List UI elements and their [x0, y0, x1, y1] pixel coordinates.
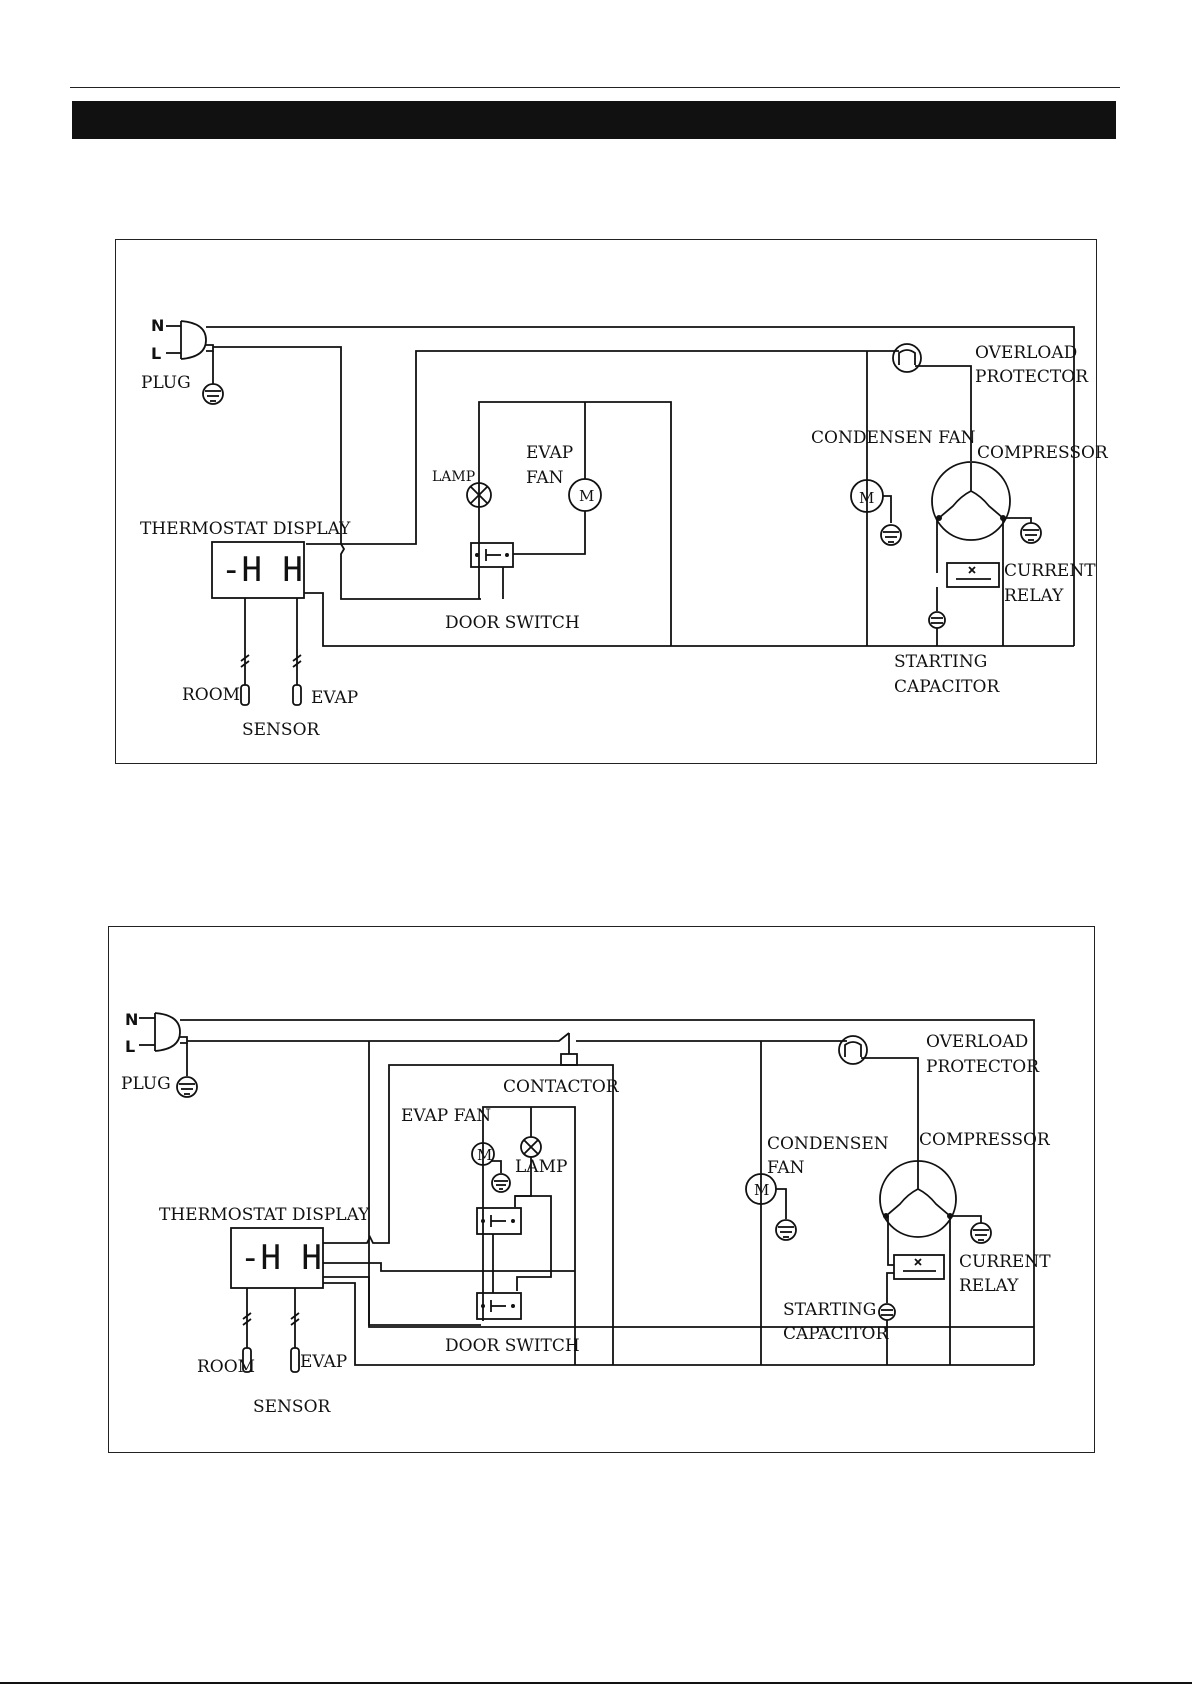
- line-wire: [187, 1032, 570, 1042]
- door-switch-label: DOOR SWITCH: [445, 613, 580, 633]
- starting-capacitor-label-2: CAPACITOR: [783, 1324, 889, 1344]
- compressor-label: COMPRESSOR: [919, 1130, 1051, 1150]
- plug-n-label: N: [125, 1010, 138, 1029]
- evap-sensor-icon: [290, 1347, 300, 1373]
- evap-fan-label-1: EVAP: [526, 443, 573, 463]
- display-return-wire: [304, 592, 1074, 647]
- overload-label-1: OVERLOAD: [975, 343, 1077, 363]
- overload-protector-icon: [838, 1035, 868, 1065]
- svg-text:M: M: [579, 487, 594, 505]
- lamp-label: LAMP: [515, 1157, 567, 1177]
- compressor-label: COMPRESSOR: [977, 443, 1109, 463]
- compressor-ground-icon: [1020, 522, 1042, 544]
- starting-capacitor-icon: [878, 1303, 896, 1321]
- plug-ground-icon: [176, 1043, 198, 1098]
- overload-label-1: OVERLOAD: [926, 1032, 1028, 1052]
- svg-text:M: M: [754, 1181, 769, 1199]
- door-switch-icon: [476, 1292, 522, 1320]
- fan-to-switch: [513, 511, 586, 555]
- door-switch-icon: [470, 542, 514, 568]
- current-relay-label-1: CURRENT: [1004, 561, 1096, 581]
- sensor-label: SENSOR: [242, 720, 321, 740]
- compressor-ground-icon: [970, 1222, 992, 1244]
- starting-capacitor-label-1: STARTING: [783, 1300, 876, 1320]
- thermostat-display-box: [211, 541, 305, 599]
- overload-to-compressor: [861, 1057, 919, 1161]
- lamp-icon: [520, 1136, 542, 1158]
- upper-switch-icon: [476, 1207, 522, 1235]
- evap-fan-label-2: FAN: [526, 468, 564, 488]
- evap-sensor-icon: [292, 684, 302, 706]
- overload-to-compressor: [915, 365, 972, 461]
- contactor-feed: [323, 1064, 614, 1365]
- lamp-label: LAMP: [432, 469, 475, 485]
- wiring-diagram-1-svg: N L PLUG -H H THERMOSTAT DISPLAY ROOM EV…: [140, 316, 1109, 740]
- door-return: [323, 1282, 1034, 1366]
- evap-label: EVAP: [311, 688, 358, 708]
- wiring-diagram-1: N L PLUG -H H THERMOSTAT DISPLAY ROOM EV…: [115, 239, 1109, 764]
- door-switch-label: DOOR SWITCH: [445, 1336, 580, 1356]
- overload-label-2: PROTECTOR: [926, 1057, 1040, 1077]
- evap-feed: [323, 1262, 575, 1272]
- top-rule: [70, 87, 1120, 88]
- current-relay-label-1: CURRENT: [959, 1252, 1051, 1272]
- svg-text:M: M: [477, 1146, 492, 1164]
- thermostat-return: [368, 1041, 1034, 1328]
- room-label: ROOM: [182, 685, 240, 705]
- evap-loop-wire: [478, 401, 672, 646]
- plug-l-label: L: [125, 1037, 135, 1056]
- wiring-diagram-2: N L PLUG CONTACTOR -H H THERMOSTAT DISPL…: [108, 926, 1095, 1453]
- condensen-fan-label-2: FAN: [767, 1158, 805, 1178]
- evap-fan-motor-icon: M: [471, 1142, 495, 1166]
- overload-protector-icon: [892, 343, 922, 373]
- current-relay-icon: [893, 1254, 945, 1280]
- evap-fan-label: EVAP FAN: [401, 1106, 491, 1126]
- evap-label: EVAP: [300, 1352, 347, 1372]
- condenser-ground-icon: [880, 524, 902, 546]
- thermostat-display-label: THERMOSTAT DISPLAY: [159, 1205, 370, 1225]
- lamp-icon: [466, 482, 492, 508]
- room-label: ROOM: [197, 1357, 255, 1377]
- plug-l-label: L: [151, 344, 161, 363]
- line-feed-wire: [306, 350, 899, 545]
- thermostat-readout: -H H: [221, 550, 303, 590]
- plug-symbol: [166, 320, 214, 360]
- plug-label: PLUG: [141, 373, 191, 393]
- compressor-icon: [879, 1160, 957, 1238]
- compressor-icon: [931, 461, 1011, 541]
- room-sensor-icon: [242, 1347, 252, 1373]
- starting-capacitor-icon: [928, 611, 946, 629]
- contactor-coil-icon: [560, 1053, 578, 1066]
- overload-label-2: PROTECTOR: [975, 367, 1089, 387]
- neutral-wire: [206, 326, 1075, 646]
- section-header-bar: [72, 101, 1116, 139]
- bottom-rule: [0, 1682, 1192, 1684]
- current-relay-icon: [946, 562, 1000, 588]
- sensor-label: SENSOR: [253, 1397, 332, 1417]
- evap-loop-wire: [482, 1106, 576, 1365]
- plug-symbol: [139, 1012, 188, 1052]
- starting-capacitor-label-2: CAPACITOR: [894, 677, 1000, 697]
- current-relay-label-2: RELAY: [1004, 586, 1064, 606]
- wiring-diagram-2-svg: N L PLUG CONTACTOR -H H THERMOSTAT DISPL…: [121, 1010, 1051, 1417]
- plug-n-label: N: [151, 316, 164, 335]
- condenser-ground-icon: [775, 1219, 797, 1241]
- plug-ground-icon: [202, 351, 224, 405]
- evap-fan-motor-icon: M: [568, 478, 602, 512]
- thermostat-display-label: THERMOSTAT DISPLAY: [140, 519, 351, 539]
- current-relay-label-2: RELAY: [959, 1276, 1019, 1296]
- thermostat-display-box: [230, 1227, 324, 1289]
- evap-fan-ground-icon: [491, 1173, 511, 1193]
- room-sensor-icon: [240, 684, 250, 706]
- condensen-fan-label-1: CONDENSEN: [767, 1134, 889, 1154]
- plug-label: PLUG: [121, 1074, 171, 1094]
- condensen-fan-label: CONDENSEN FAN: [811, 428, 976, 448]
- thermostat-readout: -H H: [240, 1238, 322, 1278]
- line-wire-to-door: [213, 346, 481, 600]
- svg-text:M: M: [859, 489, 874, 507]
- starting-capacitor-label-1: STARTING: [894, 652, 987, 672]
- neutral-wire: [180, 1019, 1035, 1365]
- contactor-label: CONTACTOR: [503, 1077, 620, 1097]
